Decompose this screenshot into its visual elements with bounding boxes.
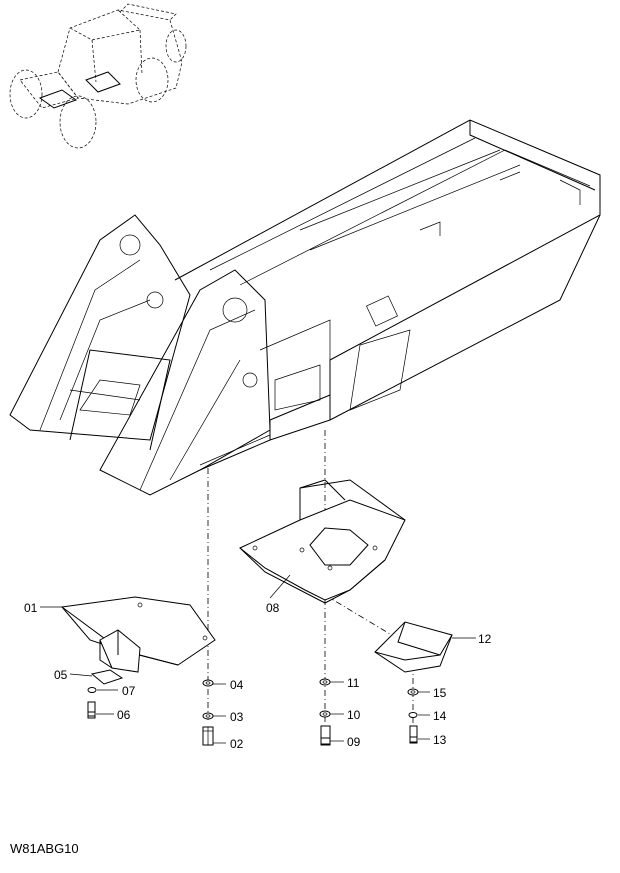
bolt-02: [202, 726, 214, 746]
bolt-13: [409, 725, 418, 744]
callout-10: 10: [347, 708, 361, 722]
bolt-09: [320, 725, 331, 746]
washer-07: [87, 687, 97, 693]
callout-02: 02: [230, 737, 244, 751]
under-guard-08: [239, 479, 406, 604]
callout-11: 11: [347, 676, 360, 690]
plate-05: [90, 669, 124, 685]
washer-10: [319, 710, 331, 718]
machine-overview-thumbnail: [9, 3, 187, 149]
loader-frame: [9, 119, 601, 496]
washer-11: [319, 678, 331, 686]
callout-06: 06: [117, 708, 131, 722]
washer-04: [202, 679, 214, 687]
guard-plate-12: [374, 621, 453, 673]
guard-plate-01: [60, 596, 216, 673]
callout-07: 07: [122, 684, 136, 698]
callout-leader-lines: [40, 574, 476, 744]
callout-15: 15: [433, 686, 447, 700]
callout-14: 14: [433, 709, 447, 723]
callout-08: 08: [266, 601, 280, 615]
washer-14: [408, 712, 418, 718]
callout-13: 13: [433, 733, 447, 747]
callout-03: 03: [230, 710, 244, 724]
washer-03: [202, 712, 214, 720]
callout-12: 12: [478, 632, 492, 646]
callout-09: 09: [347, 735, 361, 749]
callout-04: 04: [230, 678, 244, 692]
callout-01: 01: [24, 601, 38, 615]
callout-labels: 01 05 07 06 04 03 02 08 11 10 09 12 15 1…: [24, 601, 492, 751]
callout-05: 05: [54, 668, 68, 682]
washer-15: [407, 688, 419, 696]
bolt-06: [87, 701, 96, 719]
diagram-code: W81ABG10: [10, 841, 79, 856]
